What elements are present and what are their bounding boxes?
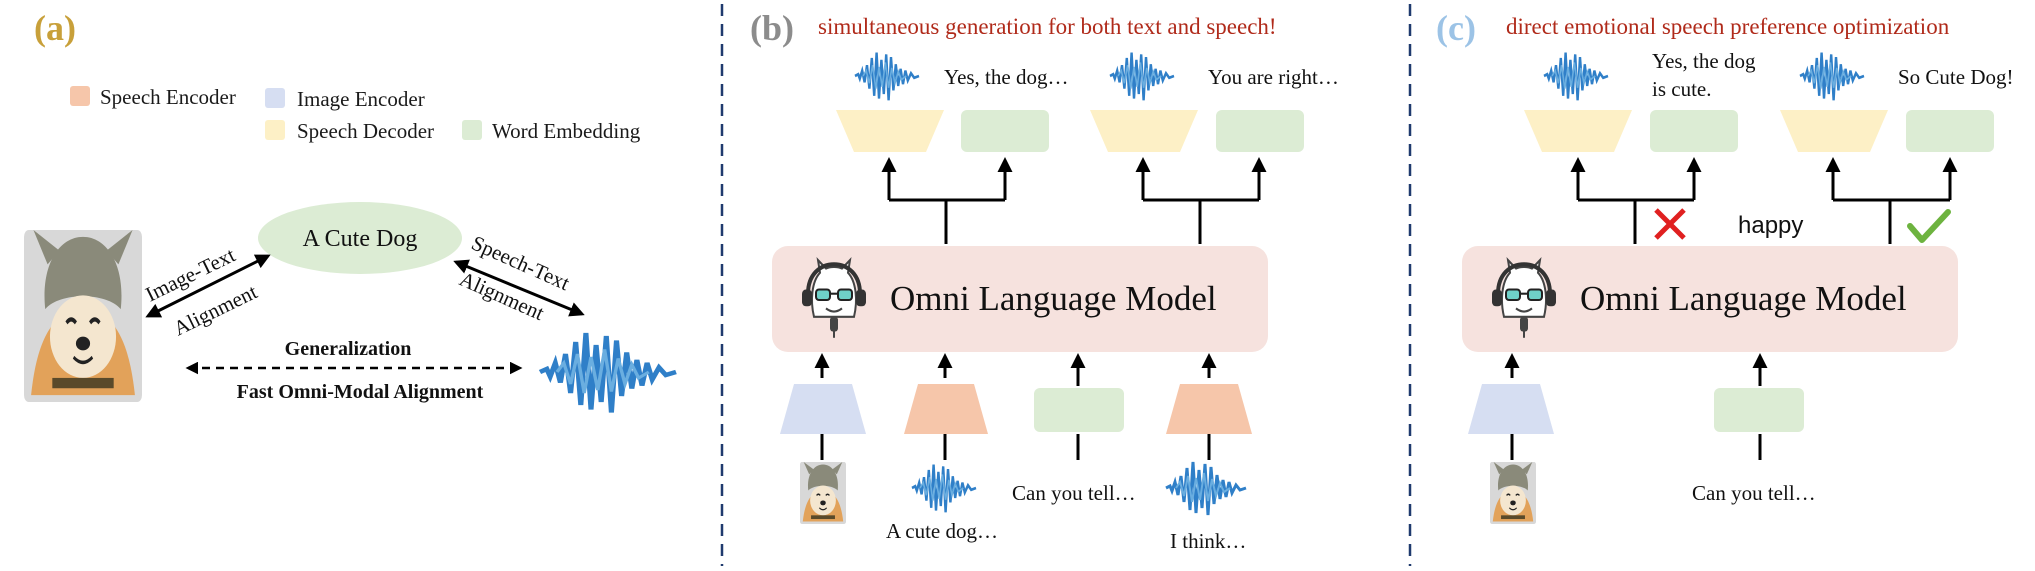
panel-b-label: (b) [750,8,794,48]
image-text-alignment-arrow [145,254,271,318]
check-icon [1907,209,1951,243]
word-embedding-block [1216,110,1304,152]
panel-c-heading: direct emotional speech preference optim… [1506,14,1950,39]
input-arrows [814,353,1217,460]
legend-label-word-embedding: Word Embedding [492,119,641,143]
input-text-1: A cute dog… [886,519,998,543]
image-encoder-block [1468,384,1554,434]
fast-alignment-label: Fast Omni-Modal Alignment [237,381,484,403]
speech-encoder-block [904,384,988,434]
legend-swatch-speech-decoder [265,120,285,140]
cross-icon [1654,208,1686,240]
panel-c: (c) direct emotional speech preference o… [1436,8,2014,525]
panel-a: (a) Speech Encoder Image Encoder Speech … [24,8,676,413]
legend-swatch-speech-encoder [70,86,90,106]
input-waveform-icon-1 [910,463,978,514]
speech-decoder-block [1524,110,1632,152]
input-dog-photo-icon [1489,461,1537,525]
cute-dog-text: A Cute Dog [303,226,418,252]
input-waveform-icon-2 [1164,460,1248,517]
panel-c-label: (c) [1436,8,1476,48]
output-text-2: So Cute Dog! [1898,65,2014,89]
output-branch-arrows [1570,157,1958,244]
word-embedding-block [1714,388,1804,432]
legend-label-speech-decoder: Speech Decoder [297,119,434,143]
word-embedding-block [961,110,1049,152]
panel-b-heading: simultaneous generation for both text an… [818,14,1277,39]
model-label: Omni Language Model [890,279,1217,318]
input-text-3: I think… [1170,529,1246,553]
cute-dog-ellipse [258,202,462,274]
output-waveform-icon-2 [1798,51,1866,102]
model-label: Omni Language Model [1580,279,1907,318]
input-text-2: Can you tell… [1012,481,1136,505]
word-embedding-block [1034,388,1124,432]
output-text-1a: Yes, the dog [1652,49,1756,73]
legend-label-speech-encoder: Speech Encoder [100,85,236,109]
panel-a-label: (a) [34,8,76,48]
input-text: Can you tell… [1692,481,1816,505]
speech-waveform-icon [540,333,676,413]
speech-decoder-block [1090,110,1198,152]
panel-b: (b) simultaneous generation for both tex… [750,8,1339,553]
legend-swatch-image-encoder [265,88,285,108]
speech-encoder-block [1166,384,1252,434]
output-text-2: You are right… [1208,65,1339,89]
speech-decoder-block [1780,110,1888,152]
output-text-1b: is cute. [1652,77,1711,101]
legend: Speech Encoder Image Encoder Speech Deco… [70,85,641,143]
output-waveform-icon-1 [1542,51,1610,102]
speech-text-alignment-arrow [453,259,585,317]
input-arrows [1504,353,1768,460]
emotion-label: happy [1738,212,1803,239]
image-encoder-block [780,384,866,434]
omni-language-model-box [1462,246,1958,352]
dog-photo-icon [24,230,142,402]
omni-language-model-box [772,246,1268,352]
speech-decoder-block [836,110,944,152]
output-text-1: Yes, the dog… [944,65,1068,89]
legend-label-image-encoder: Image Encoder [297,87,425,111]
generalization-label: Generalization [285,338,412,360]
input-dog-photo-icon [799,461,847,525]
word-embedding-block [1906,110,1994,152]
output-waveform-icon-1 [853,51,921,102]
output-branch-arrows [881,157,1267,244]
legend-swatch-word-embedding [462,120,482,140]
word-embedding-block [1650,110,1738,152]
output-waveform-icon-2 [1108,51,1176,102]
